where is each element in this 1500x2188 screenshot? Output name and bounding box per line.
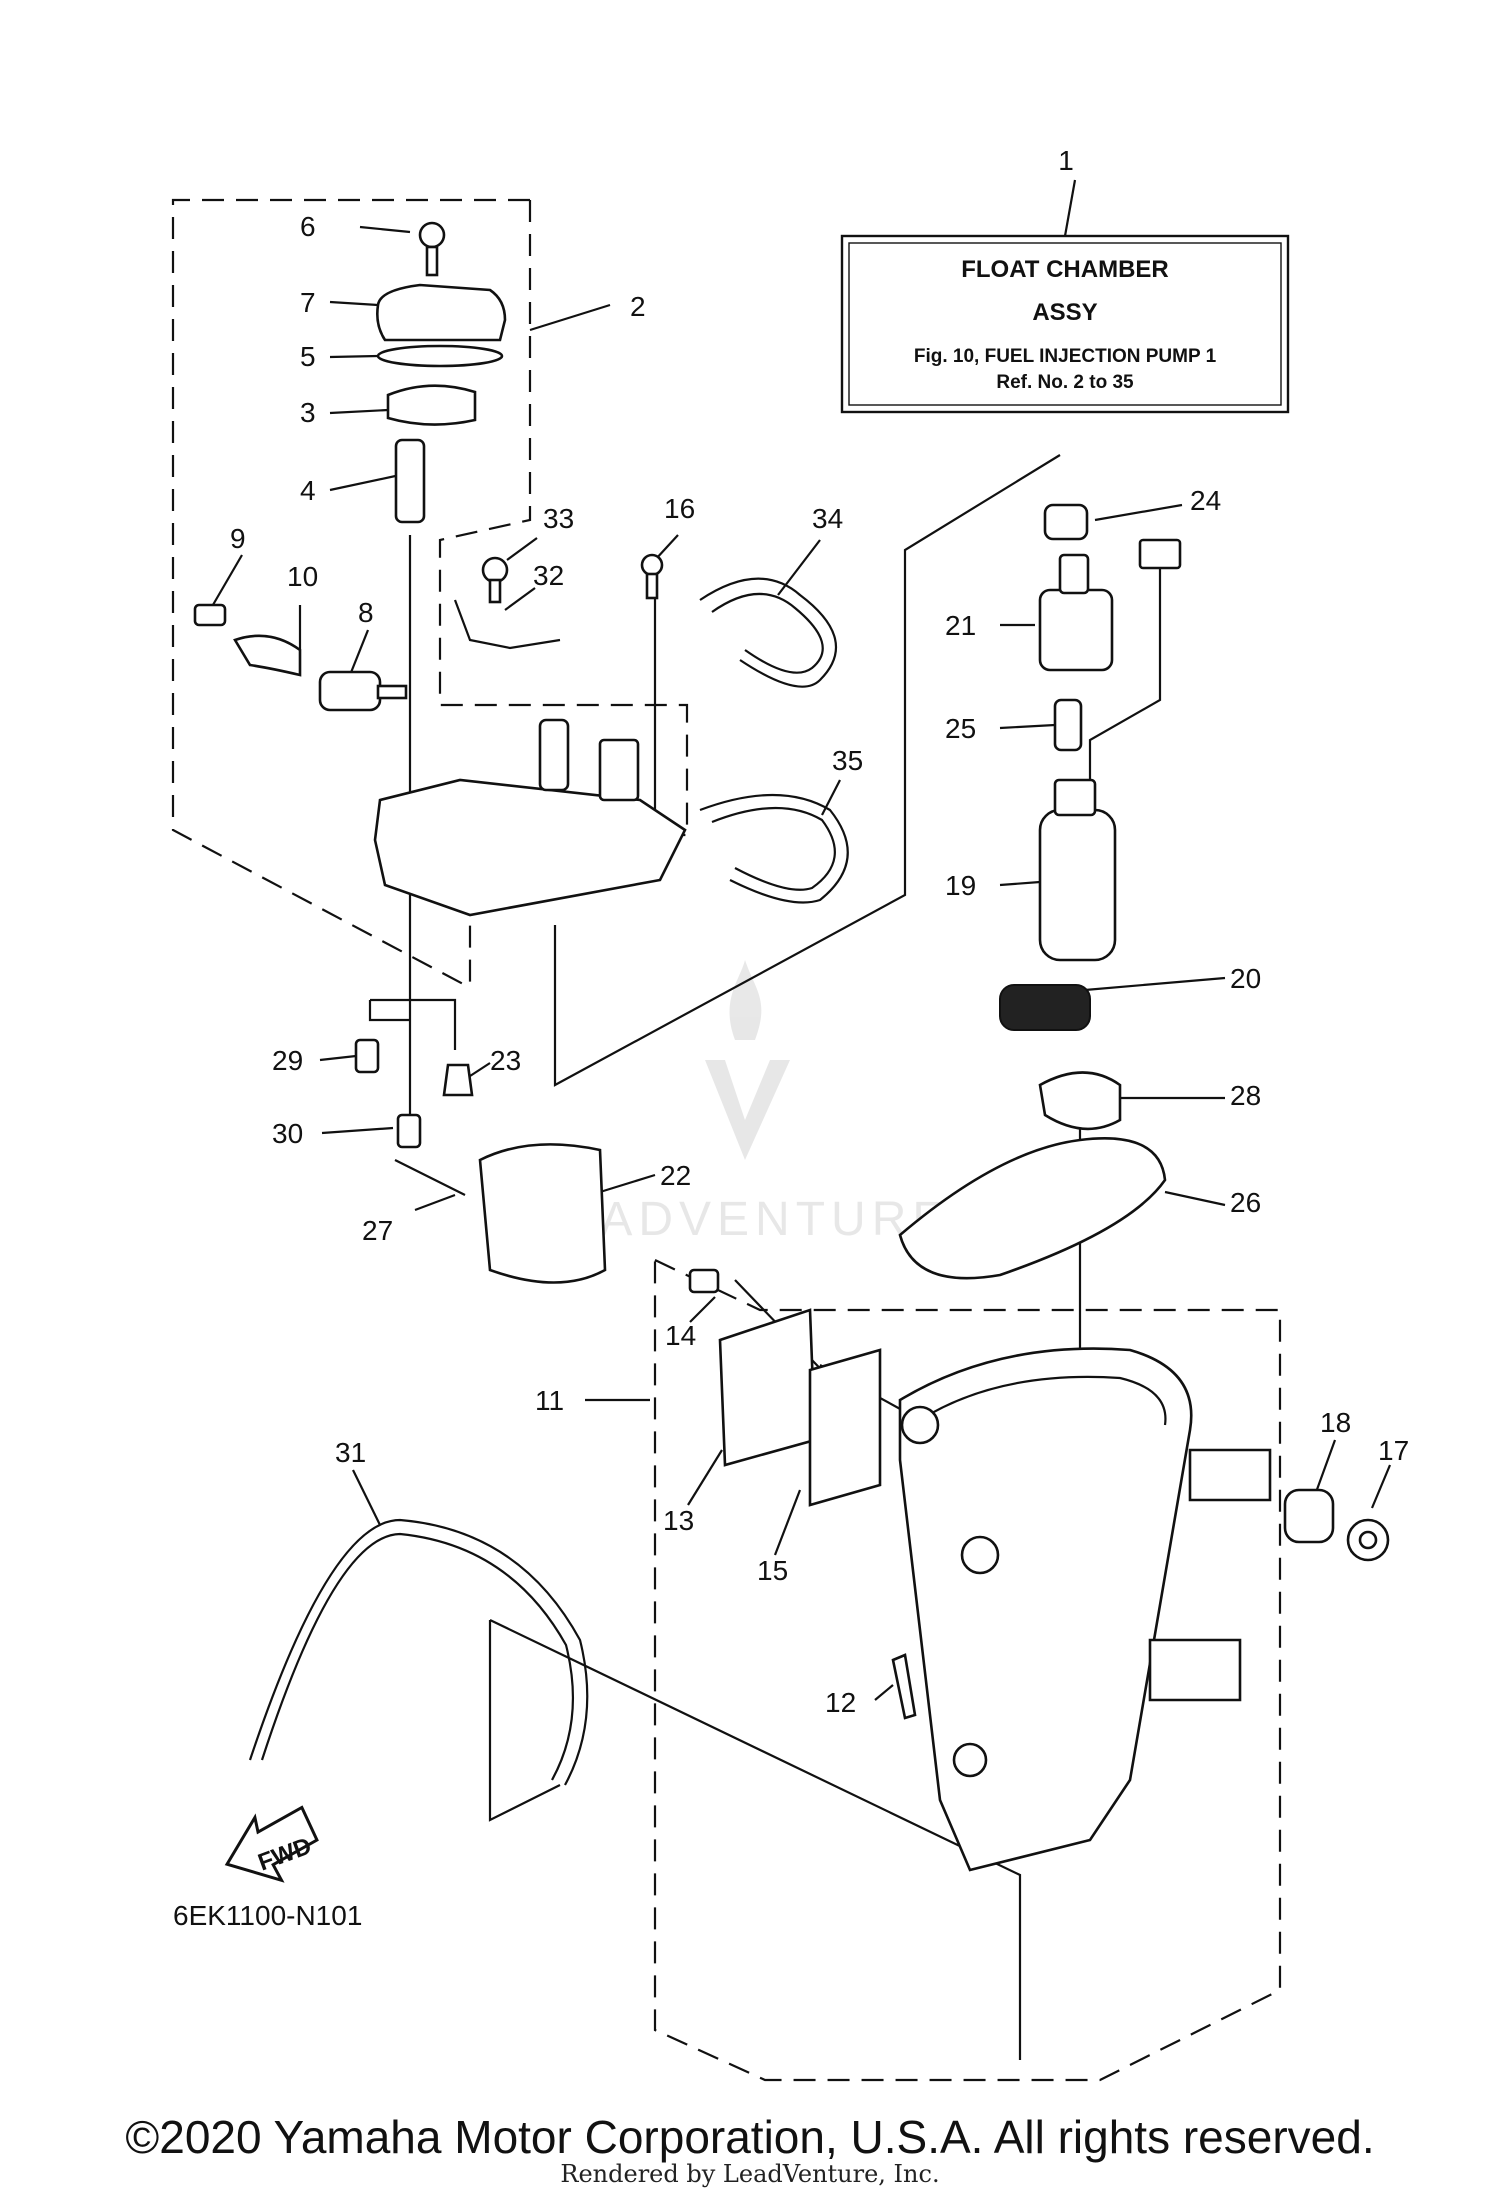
callout-32: 32 xyxy=(533,560,564,591)
part-wire-harness xyxy=(1088,560,1162,780)
group-outline-11 xyxy=(653,1259,1282,2082)
callout-34: 34 xyxy=(812,503,843,534)
part-13-plate xyxy=(718,1308,817,1467)
copyright-notice: ©2020 Yamaha Motor Corporation, U.S.A. A… xyxy=(125,2111,1375,2163)
part-4-joint xyxy=(394,438,426,524)
part-25-strainer xyxy=(1053,698,1083,752)
callout-5: 5 xyxy=(300,341,316,372)
leader-lines xyxy=(209,225,1392,2060)
part-chamber-cover xyxy=(373,778,687,917)
info-box: FLOAT CHAMBER ASSY Fig. 10, FUEL INJECTI… xyxy=(840,179,1290,414)
part-30-screw xyxy=(396,1113,422,1149)
callout-24: 24 xyxy=(1190,485,1221,516)
diagram-code: 6EK1100-N101 xyxy=(173,1900,362,1931)
callout-23: 23 xyxy=(490,1045,521,1076)
callout-33: 33 xyxy=(543,503,574,534)
part-32-sensor xyxy=(453,599,561,650)
callout-35: 35 xyxy=(832,745,863,776)
callout-13: 13 xyxy=(663,1505,694,1536)
part-12-screw xyxy=(891,1653,917,1720)
info-box-figure: Fig. 10, FUEL INJECTION PUMP 1 xyxy=(914,346,1217,367)
callout-14: 14 xyxy=(665,1320,696,1351)
callout-20: 20 xyxy=(1230,963,1261,994)
callout-26: 26 xyxy=(1230,1187,1261,1218)
callout-2: 2 xyxy=(630,291,646,322)
part-7-cover xyxy=(376,283,507,342)
callout-15: 15 xyxy=(757,1555,788,1586)
part-float-chamber-body xyxy=(898,1347,1193,1872)
info-box-ref-range: Ref. No. 2 to 35 xyxy=(996,372,1134,393)
callout-3: 3 xyxy=(300,397,316,428)
callout-12: 12 xyxy=(825,1687,856,1718)
part-21-filter xyxy=(1038,588,1114,672)
callout-22: 22 xyxy=(660,1160,691,1191)
callout-29: 29 xyxy=(272,1045,303,1076)
callout-19: 19 xyxy=(945,870,976,901)
callout-27: 27 xyxy=(362,1215,393,1246)
parts xyxy=(193,221,1390,1872)
part-18-grommet xyxy=(1283,1488,1335,1544)
callout-6: 6 xyxy=(300,211,316,242)
part-34-hose xyxy=(699,577,837,688)
fwd-arrow: FWD xyxy=(224,1805,319,1883)
info-box-title: FLOAT CHAMBER xyxy=(961,256,1169,283)
part-14-screw xyxy=(688,1268,720,1294)
callout-21: 21 xyxy=(945,610,976,641)
part-9-screw xyxy=(193,603,227,627)
callout-17: 17 xyxy=(1378,1435,1409,1466)
callout-labels: 1 2 3 4 5 6 7 8 9 10 11 12 13 14 15 16 1… xyxy=(230,145,1409,1718)
part-5-oring xyxy=(376,344,504,368)
callout-9: 9 xyxy=(230,523,246,554)
part-27-pin xyxy=(394,1159,466,1196)
callout-8: 8 xyxy=(358,597,374,628)
callout-10: 10 xyxy=(287,561,318,592)
part-6-screw xyxy=(418,221,446,249)
part-35-hose xyxy=(699,793,849,904)
info-box-subtitle: ASSY xyxy=(1032,299,1097,326)
part-26-gasket xyxy=(898,1137,1167,1280)
part-10-bracket xyxy=(233,634,302,677)
callout-30: 30 xyxy=(272,1118,303,1149)
part-19-pump xyxy=(1038,808,1117,962)
callout-11: 11 xyxy=(535,1385,564,1416)
part-31-hose xyxy=(248,1518,589,1786)
callout-7: 7 xyxy=(300,287,316,318)
part-15-gasket xyxy=(808,1348,882,1507)
part-29-screw xyxy=(354,1038,380,1074)
part-22-float xyxy=(478,1143,607,1284)
part-33-screw xyxy=(481,556,509,584)
part-16-screw xyxy=(640,553,664,577)
callout-4: 4 xyxy=(300,475,316,506)
callout-28: 28 xyxy=(1230,1080,1261,1111)
rendered-by-credit: Rendered by LeadVenture, Inc. xyxy=(560,2160,940,2188)
part-28-holder xyxy=(1038,1071,1122,1131)
callout-16: 16 xyxy=(664,493,695,524)
callout-18: 18 xyxy=(1320,1407,1351,1438)
callout-1: 1 xyxy=(1058,145,1074,176)
part-20-holder xyxy=(999,984,1091,1031)
part-3-clip xyxy=(386,384,477,426)
callout-31: 31 xyxy=(335,1437,366,1468)
part-24-grommet xyxy=(1043,503,1089,541)
part-23-pin xyxy=(442,1063,474,1097)
callout-25: 25 xyxy=(945,713,976,744)
part-8-valve xyxy=(318,670,382,712)
